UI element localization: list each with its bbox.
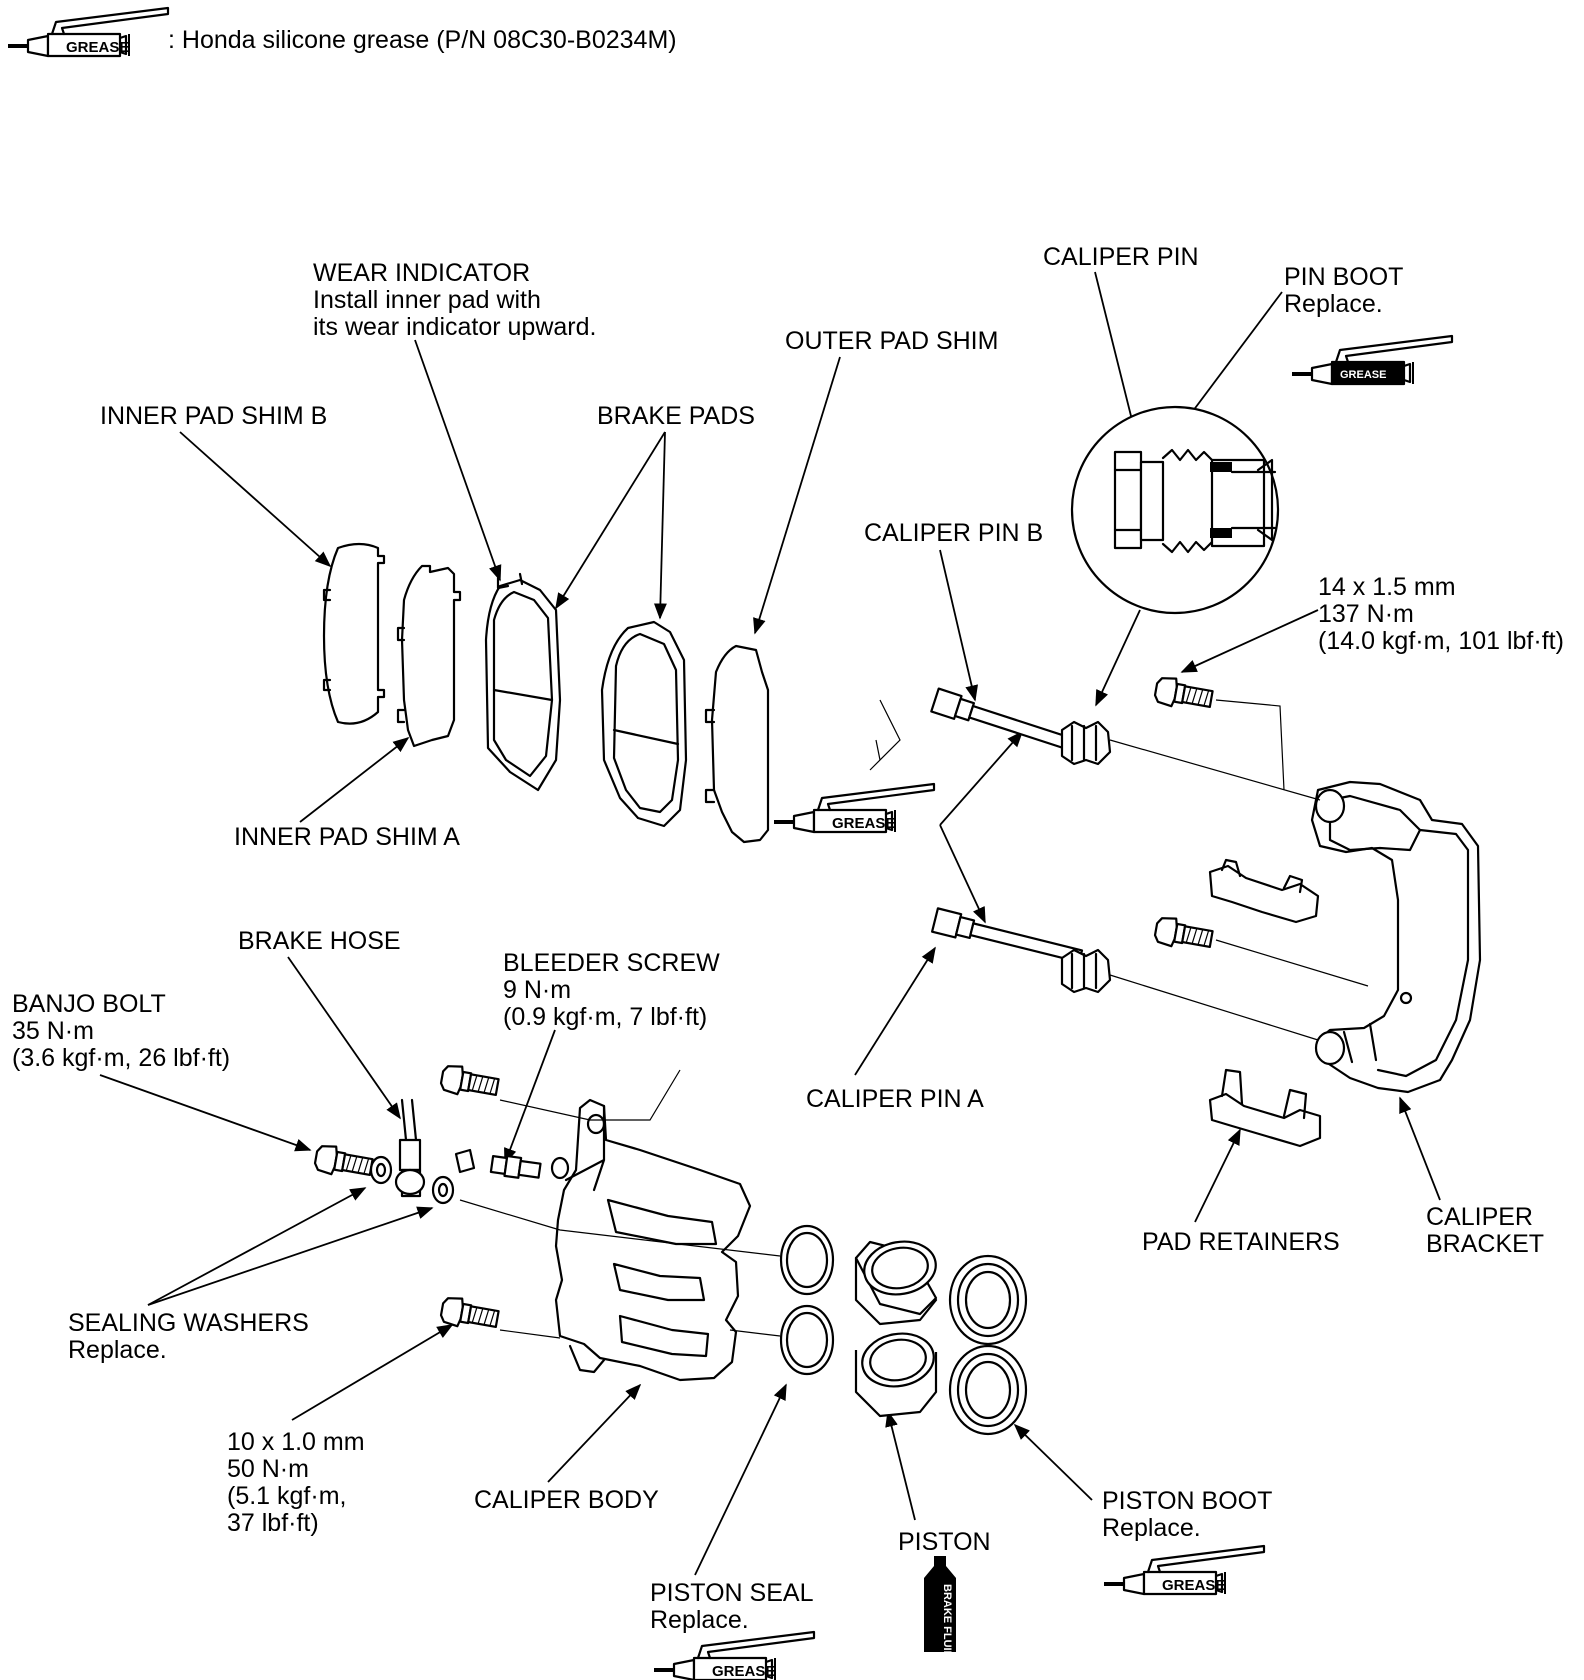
- caliper-pin-detail-inset: [1070, 405, 1280, 615]
- pad-retainer-lower: [1208, 1068, 1322, 1148]
- caliper-pin-label: CALIPER PIN: [1043, 243, 1199, 271]
- outer-pad-shim-label: OUTER PAD SHIM: [785, 327, 998, 355]
- svg-text:GREASE: GREASE: [1340, 369, 1386, 381]
- pin-boot-lower: [1060, 948, 1112, 994]
- brake-hose-label: BRAKE HOSE: [238, 927, 401, 955]
- piston-boot-label: PISTON BOOT Replace.: [1102, 1487, 1279, 1542]
- outer-brake-pad: [600, 620, 688, 828]
- assembly-axis-lines: [459, 699, 1369, 1339]
- pin-boot-grease-icon: GREASE: [1290, 334, 1454, 386]
- piston-label: PISTON: [898, 1528, 991, 1556]
- inner-pad-shim-a-label: INNER PAD SHIM A: [234, 823, 460, 851]
- sealing-washers: [369, 1155, 455, 1205]
- banjo-bolt-label: BANJO BOLT 35 N·m (3.6 kgf·m, 26 lbf·ft): [12, 990, 230, 1072]
- wear-indicator-label: WEAR INDICATOR Install inner pad with it…: [313, 259, 596, 341]
- leader-lines: [99, 271, 1441, 1576]
- caliper-bracket: [1310, 780, 1482, 1094]
- bolt-14-torque-label: 14 x 1.5 mm 137 N·m (14.0 kgf·m, 101 lbf…: [1318, 573, 1564, 655]
- inner-brake-pad: [484, 572, 562, 792]
- caliper-pin-a: [930, 907, 1084, 964]
- bleeder-cap: [454, 1148, 476, 1174]
- grease-icon-text: GREASE: [66, 39, 129, 56]
- svg-text:GREASE: GREASE: [1162, 1577, 1225, 1594]
- inner-pad-shim-b-label: INNER PAD SHIM B: [100, 402, 327, 430]
- brake-hose: [394, 1098, 426, 1198]
- caliper-bleeder-seat: [550, 1156, 570, 1180]
- svg-text:GREASE: GREASE: [712, 1663, 775, 1680]
- svg-text:GREASE: GREASE: [832, 815, 895, 832]
- legend-grease-icon: GREASE: [6, 6, 170, 58]
- piston-seal-grease-icon: GREASE: [652, 1630, 816, 1680]
- caliper-pin-b-label: CALIPER PIN B: [864, 519, 1043, 547]
- piston-upper: [854, 1240, 938, 1326]
- bracket-bolt-upper: [1152, 674, 1215, 714]
- brake-pads-label: BRAKE PADS: [597, 402, 755, 430]
- pin-boot-label: PIN BOOT Replace.: [1284, 263, 1410, 318]
- piston-boot-upper: [948, 1254, 1028, 1346]
- caliper-bracket-label: CALIPER BRACKET: [1426, 1203, 1544, 1258]
- legend-text: : Honda silicone grease (P/N 08C30-B0234…: [168, 26, 677, 54]
- svg-text:BRAKE FLUID: BRAKE FLUID: [941, 1584, 953, 1659]
- caliper-body: [554, 1098, 752, 1382]
- piston-seal-lower: [779, 1304, 835, 1376]
- bolt-10-torque-label: 10 x 1.0 mm 50 N·m (5.1 kgf·m, 37 lbf·ft…: [227, 1428, 372, 1537]
- sealing-washers-label: SEALING WASHERS Replace.: [68, 1309, 316, 1364]
- caliper-mounting-bolt-upper: [438, 1062, 501, 1102]
- caliper-pin-a-label: CALIPER PIN A: [806, 1085, 984, 1113]
- piston-boot-grease-icon: GREASE: [1102, 1544, 1266, 1596]
- pad-retainer-upper: [1208, 858, 1320, 924]
- banjo-bolt: [312, 1142, 375, 1182]
- inner-pad-shim-b: [322, 542, 386, 725]
- piston-seal-upper: [779, 1224, 835, 1296]
- inner-pad-shim-a: [396, 564, 462, 748]
- outer-pad-shim: [704, 644, 770, 844]
- piston-seal-label: PISTON SEAL Replace.: [650, 1579, 820, 1634]
- piston-lower: [854, 1332, 938, 1418]
- brake-fluid-bottle-icon: BRAKE FLUID: [924, 1556, 956, 1659]
- caliper-body-label: CALIPER BODY: [474, 1486, 659, 1514]
- piston-boot-lower: [948, 1344, 1028, 1436]
- pin-boot-upper: [1060, 720, 1112, 766]
- pad-retainers-label: PAD RETAINERS: [1142, 1228, 1340, 1256]
- bleeder-screw: [489, 1154, 542, 1179]
- caliper-pin-grease-icon: GREASE: [772, 782, 936, 834]
- bleeder-screw-label: BLEEDER SCREW 9 N·m (0.9 kgf·m, 7 lbf·ft…: [503, 949, 727, 1031]
- bracket-bolt-lower: [1152, 914, 1215, 954]
